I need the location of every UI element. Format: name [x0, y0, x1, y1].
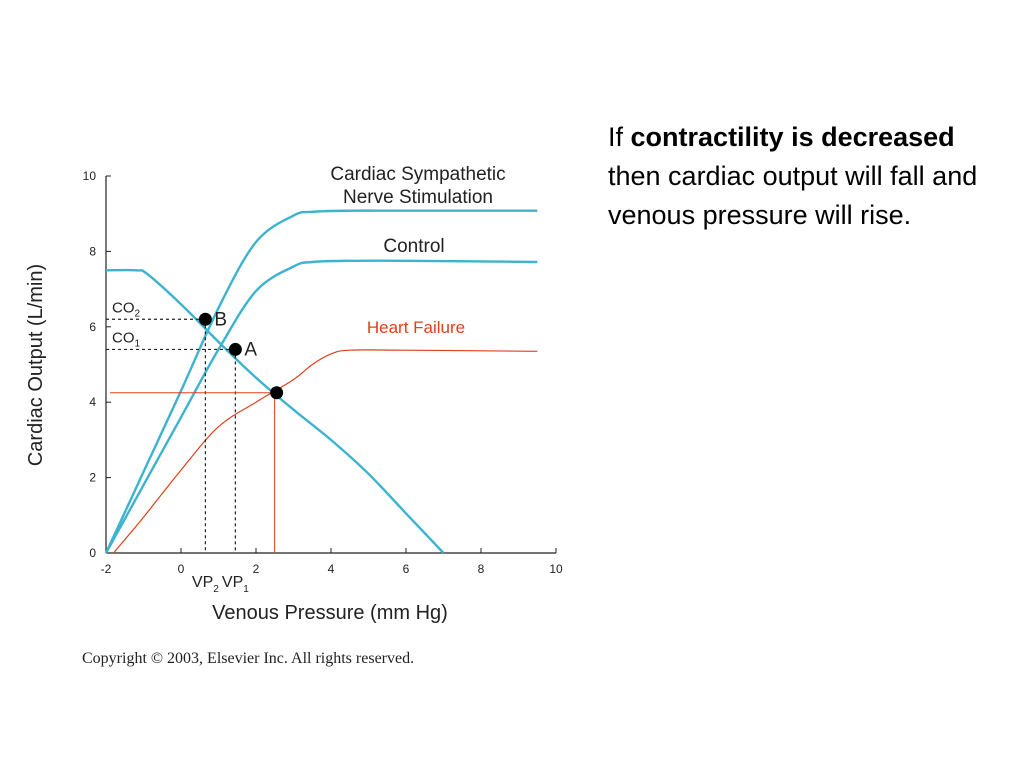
control-curve: [104, 259, 538, 554]
heart-failure-curve-label: Heart Failure: [367, 318, 465, 337]
vp-label: VP1: [222, 574, 249, 595]
caption-prefix: If: [608, 122, 624, 152]
y-tick-label: 0: [89, 546, 96, 560]
equilibrium-point: [228, 342, 242, 356]
chart-axes: 0 2 4 6 8 10 -2 0 2 4 6 8 10: [83, 169, 563, 576]
copyright-notice: Copyright © 2003, Elsevier Inc. All righ…: [82, 650, 415, 667]
sympathetic-curve-label-line1: Cardiac Sympathetic: [330, 164, 505, 185]
caption-emphasis: contractility is decreased: [630, 122, 955, 152]
vp-subscript: 1: [243, 584, 249, 595]
sympathetic-curve: [104, 209, 538, 554]
control-curve-label: Control: [383, 236, 444, 257]
point-label: B: [214, 309, 227, 330]
sympathetic-curve-label-line2: Nerve Stimulation: [343, 187, 493, 208]
y-tick-label: 4: [89, 395, 96, 409]
x-tick-label: 2: [253, 562, 260, 576]
vp-subscript: 2: [213, 584, 219, 595]
point-label: A: [244, 339, 257, 360]
heart-failure-curve: [113, 349, 538, 554]
x-tick-label: 0: [178, 562, 185, 576]
x-tick-label: 6: [403, 562, 410, 576]
chart-curves: [104, 209, 538, 554]
venous-return-curve: [105, 268, 445, 554]
co-label: CO1: [112, 329, 141, 349]
x-axis-title: Venous Pressure (mm Hg): [212, 602, 448, 624]
co-label: CO2: [112, 299, 141, 319]
vp-label: VP2: [192, 574, 219, 595]
equilibrium-point: [198, 312, 212, 326]
explanation-caption: If contractility is decreased then cardi…: [608, 118, 988, 235]
x-tick-label: 10: [549, 562, 563, 576]
x-tick-label: 8: [478, 562, 485, 576]
x-tick-label: -2: [101, 562, 112, 576]
y-tick-label: 8: [89, 244, 96, 258]
y-axis-title: Cardiac Output (L/min): [25, 264, 47, 466]
y-tick-label: 6: [89, 320, 96, 334]
co-subscript: 2: [135, 308, 141, 319]
y-tick-label: 10: [83, 169, 97, 183]
x-tick-label: 4: [328, 562, 335, 576]
y-tick-label: 2: [89, 471, 96, 485]
caption-suffix: then cardiac output will fall and venous…: [608, 161, 978, 230]
equilibrium-point: [270, 386, 284, 400]
chart-guides: [106, 318, 277, 553]
co-subscript: 1: [135, 338, 141, 349]
